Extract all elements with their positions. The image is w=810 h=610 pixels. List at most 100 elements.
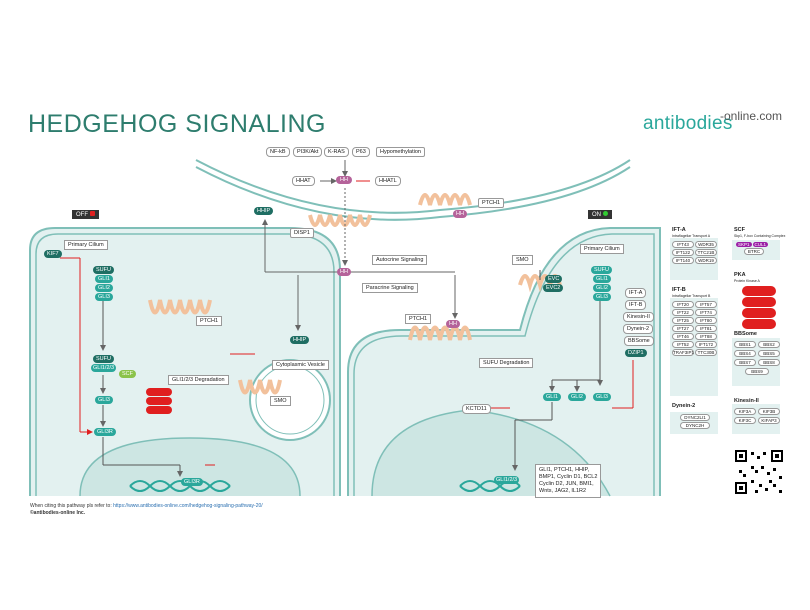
legend-item: IFT43 bbox=[672, 241, 694, 248]
citation-text: When citing this pathway pls refer to: h… bbox=[30, 503, 263, 509]
primary-cilium-left: Primary Cilium bbox=[64, 240, 108, 250]
legend-ift-b-subtitle: Intraflagellar Transport B bbox=[672, 294, 711, 298]
off-badge: OFF bbox=[72, 210, 99, 219]
citation-prefix: When citing this pathway pls refer to: bbox=[30, 503, 112, 509]
hhip-top-left: HHIP bbox=[254, 207, 274, 215]
hhat-label: HHAT bbox=[292, 176, 315, 186]
gli-degradation-label: GLI1/2/3 Degradation bbox=[168, 375, 229, 385]
dynein2-right: Dynein-2 bbox=[623, 324, 654, 334]
top-cell-membrane bbox=[195, 159, 631, 214]
brand-main: antibodies bbox=[643, 113, 733, 134]
disp1-label: DISP1 bbox=[290, 228, 314, 238]
legend-ift-b-title: IFT-B bbox=[672, 287, 686, 293]
gli3-left: GLI3 bbox=[95, 293, 113, 301]
gli2-right-2: GLI2 bbox=[568, 393, 586, 401]
legend-ift-a-grid: IFT43 WDR35 IFT122 TTC21B IFT140 WDR19 bbox=[672, 241, 717, 264]
gli2-right: GLI2 bbox=[593, 284, 611, 292]
legend-item: BBS5 bbox=[758, 350, 780, 357]
pka-legend-1 bbox=[742, 286, 776, 296]
legend-item: BBS1 bbox=[734, 341, 756, 348]
gli1-right-2: GLI1 bbox=[543, 393, 561, 401]
smo-right-label: SMO bbox=[512, 255, 533, 265]
hh-middle: HH bbox=[337, 268, 351, 276]
legend-item: TTC30B bbox=[695, 349, 717, 356]
legend-item: DYNC2H bbox=[680, 422, 710, 429]
scf-skp1: SKP1 bbox=[736, 242, 752, 247]
ift-b-right: IFT-B bbox=[625, 300, 647, 310]
legend-item: TTC21B bbox=[695, 249, 717, 256]
legend-item: BBS2 bbox=[758, 341, 780, 348]
hhatl-label: HHATL bbox=[375, 176, 401, 186]
gli1-left: GLI1 bbox=[95, 275, 113, 283]
gli3-left-2: GLI3 bbox=[95, 396, 113, 404]
legend-item: BBS8 bbox=[758, 359, 780, 366]
input-pi3k: PI3K/Akt bbox=[293, 147, 323, 157]
legend-item: IFT25 bbox=[672, 317, 694, 324]
legend-item: IFT80 bbox=[695, 317, 717, 324]
qr-code-icon bbox=[733, 448, 785, 496]
pka-legend-3 bbox=[742, 308, 776, 318]
copyright: ©antibodies-online Inc. bbox=[30, 510, 86, 516]
page-title: HEDGEHOG SIGNALING bbox=[28, 110, 326, 138]
paracrine-label: Paracrine Signaling bbox=[362, 283, 418, 293]
legend-item: IFT172 bbox=[695, 341, 717, 348]
scf-cul1: CUL1 bbox=[752, 242, 769, 247]
gli1-right: GLI1 bbox=[593, 275, 611, 283]
legend-bbsome-title: BBSome bbox=[734, 331, 757, 337]
kctd11-label: KCTD11 bbox=[462, 404, 491, 414]
pka-legend-2 bbox=[742, 297, 776, 307]
legend-pka-subtitle: Protein Kinase A bbox=[734, 279, 760, 283]
ptch1-right-label: PTCH1 bbox=[405, 314, 432, 324]
ift-a-right: IFT-A bbox=[625, 288, 647, 298]
legend-item: WDR19 bbox=[695, 257, 717, 264]
legend-item: IFT122 bbox=[672, 249, 694, 256]
legend-item: IFT88 bbox=[695, 333, 717, 340]
hhip-left: HHIP bbox=[290, 336, 310, 344]
legend-dynein2-grid: DYNC2LI1 DYNC2H bbox=[680, 414, 710, 429]
gli12-dna: GLI1/2/3 bbox=[494, 476, 520, 484]
gli3r-left: GLI3R bbox=[94, 428, 116, 436]
gli3-right: GLI3 bbox=[593, 293, 611, 301]
sufu-right: SUFU bbox=[591, 266, 612, 274]
legend-item: TRAF3IP1 bbox=[672, 349, 695, 356]
legend-item: IFT46 bbox=[672, 333, 694, 340]
kinesin2-right: Kinesin-II bbox=[623, 312, 654, 322]
gli123-left: GLI1/2/3 bbox=[91, 364, 117, 372]
gli3-right-2: GLI3 bbox=[593, 393, 611, 401]
on-badge: ON bbox=[588, 210, 612, 219]
kif7-left: KIF7 bbox=[44, 250, 62, 258]
legend-bbsome-grid: BBS1 BBS2 BBS4 BBS5 BBS7 BBS8 BBS9 bbox=[734, 341, 780, 375]
legend-kinesin2-title: Kinesin-II bbox=[734, 398, 759, 404]
citation-link[interactable]: https://www.antibodies-online.com/hedgeh… bbox=[113, 503, 263, 509]
target-line-3: Cyclin D2, JUN, BMI1, bbox=[539, 481, 594, 487]
legend-item: IFT22 bbox=[672, 309, 694, 316]
legend-item: WDR35 bbox=[695, 241, 717, 248]
input-hypomethylation: Hypomethylation bbox=[376, 147, 425, 157]
legend-dynein2-title: Dynein-2 bbox=[672, 403, 696, 409]
legend-item: DYNC2LI1 bbox=[680, 414, 710, 421]
brand-sub: -online.com bbox=[720, 109, 783, 123]
smo-left bbox=[238, 379, 282, 395]
scf-btrc: BTRC bbox=[744, 248, 764, 255]
brand-logo: antibodies bbox=[643, 113, 733, 135]
gli2-left: GLI2 bbox=[95, 284, 113, 292]
sufu-left: SUFU bbox=[93, 266, 114, 274]
sufu-degradation-label: SUFU Degradation bbox=[479, 358, 534, 368]
qr-code bbox=[733, 448, 785, 496]
hh-top-right: HH bbox=[453, 210, 467, 218]
legend-item: KIF3C bbox=[734, 417, 756, 424]
legend-item: KIF3B bbox=[758, 408, 780, 415]
legend-item: BBS7 bbox=[734, 359, 756, 366]
ptch1-right bbox=[408, 325, 472, 341]
gli3r-dna: GLI3R bbox=[181, 478, 203, 486]
pka-left-3 bbox=[146, 406, 172, 414]
target-genes-box: GLI1, PTCH1, HHIP, BMP1, Cyclin D1, BCL2… bbox=[535, 464, 602, 498]
legend-ift-a-title: IFT-A bbox=[672, 227, 686, 233]
legend-item: IFT20 bbox=[672, 301, 694, 308]
legend-item: KIFAP3 bbox=[758, 417, 780, 424]
legend-ift-b-grid: IFT20 IFT57 IFT22 IFT74 IFT25 IFT80 IFT2… bbox=[672, 301, 717, 356]
sufu-left-2: SUFU bbox=[93, 355, 114, 363]
target-line-1: GLI1, PTCH1, HHIP, bbox=[539, 467, 590, 473]
ptch1-left bbox=[148, 299, 212, 315]
left-dna bbox=[129, 480, 231, 492]
